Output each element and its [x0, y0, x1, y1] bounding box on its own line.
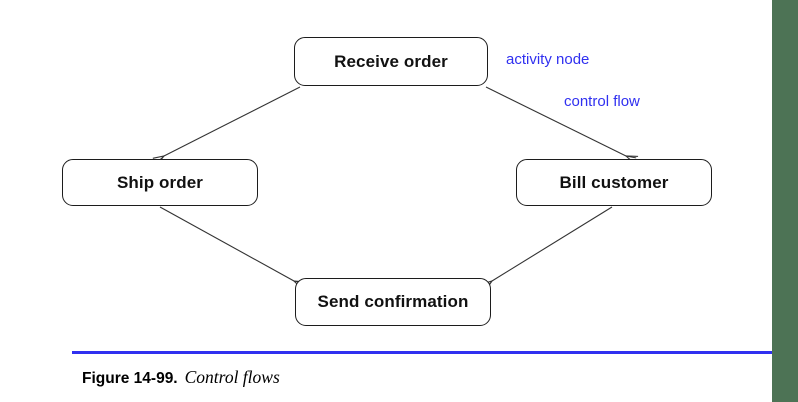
- activity-node-label: Receive order: [334, 51, 448, 71]
- figure-caption-title: Control flows: [184, 367, 280, 387]
- control-flow-arrow-receive-to-ship: [152, 86, 301, 166]
- annotation-activity-node: activity node: [506, 51, 590, 68]
- activity-node-label: Bill customer: [559, 172, 669, 192]
- activity-node-label: Ship order: [116, 172, 203, 192]
- activity-node-send-confirmation: Send confirmation: [295, 278, 491, 326]
- activity-node-receive-order: Receive order: [294, 37, 488, 86]
- annotation-control-flow: control flow: [564, 93, 640, 110]
- control-flow-arrow-bill-to-send: [480, 206, 613, 292]
- figure-caption: Figure 14-99. Control flows: [82, 367, 280, 388]
- figure-caption-label: Figure 14-99.: [82, 370, 178, 387]
- caption-rule: [72, 351, 772, 354]
- activity-node-label: Send confirmation: [317, 292, 469, 311]
- page-edge-bar: [772, 0, 798, 402]
- control-flow-arrow-receive-to-bill: [485, 86, 639, 164]
- control-flow-arrows: [152, 86, 639, 292]
- control-flow-arrow-ship-to-send: [159, 206, 307, 290]
- activity-node-bill-customer: Bill customer: [516, 159, 712, 206]
- activity-node-ship-order: Ship order: [62, 159, 258, 206]
